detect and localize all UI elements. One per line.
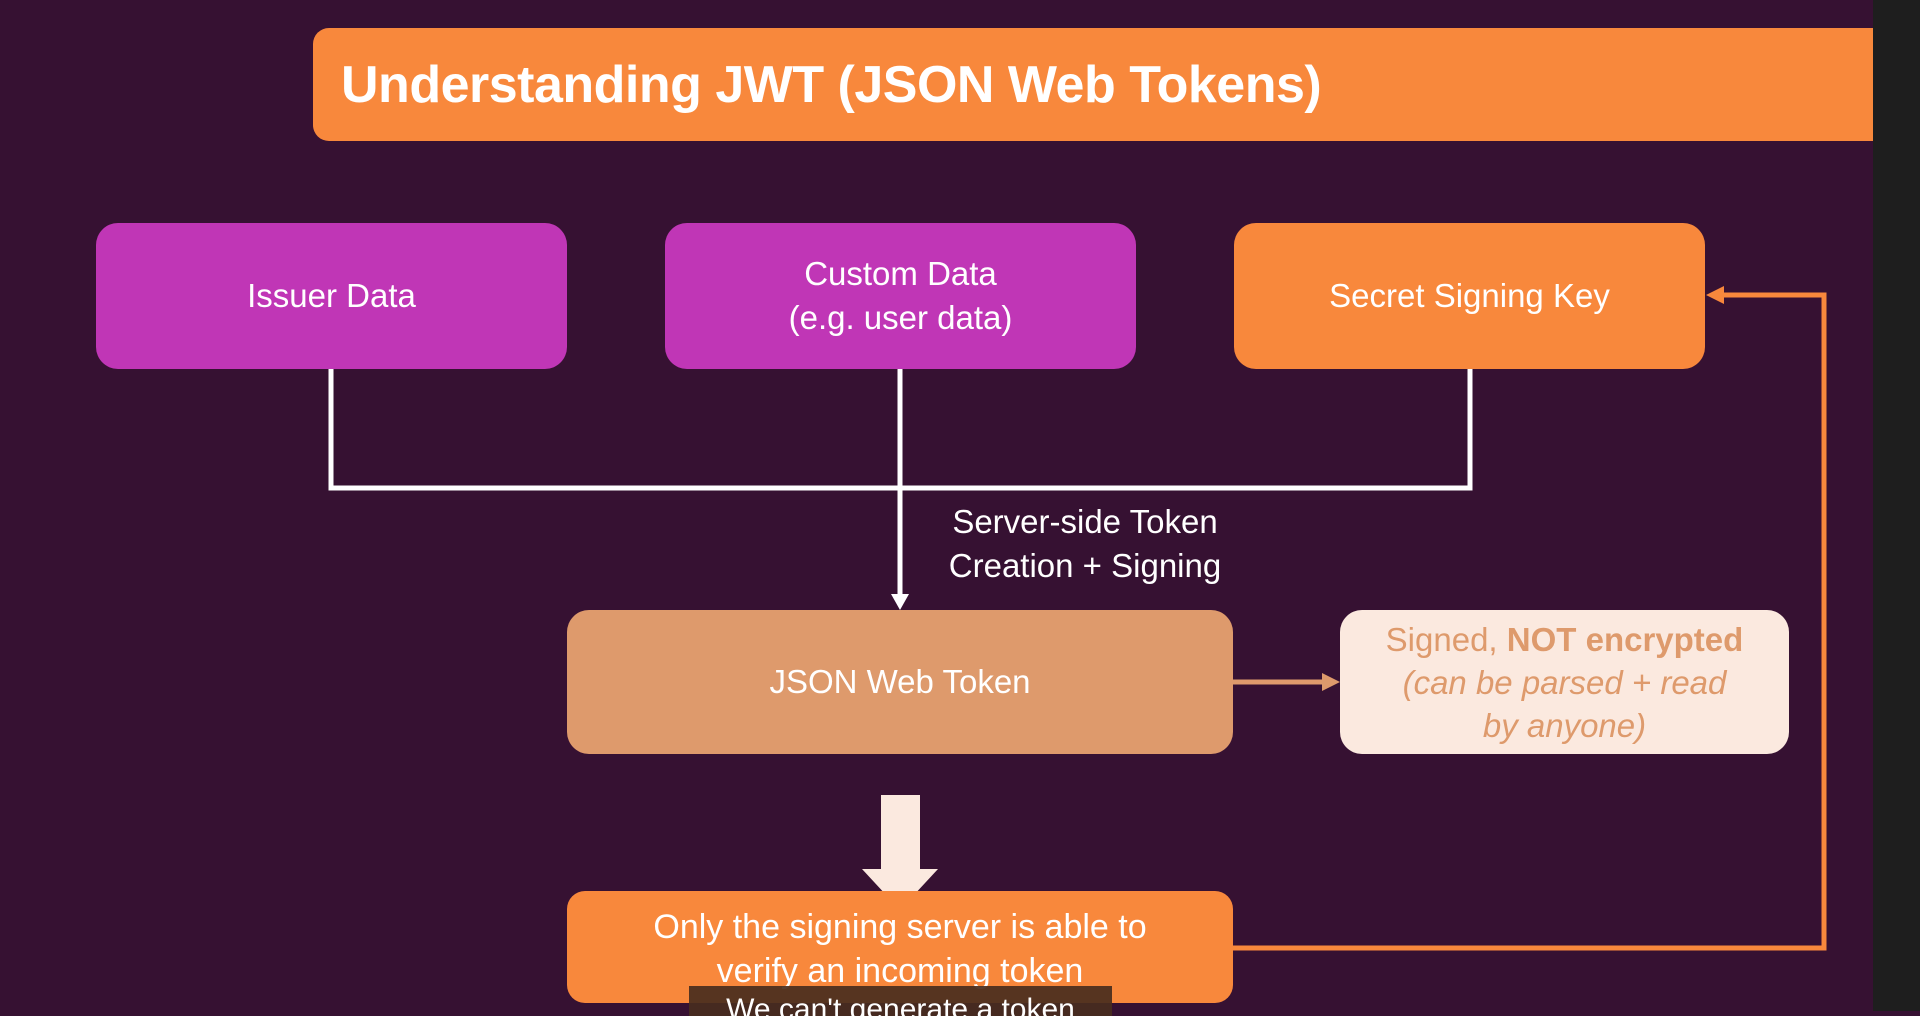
custom-data-box: Custom Data (e.g. user data) <box>665 223 1136 369</box>
left-arrowhead-icon <box>1706 286 1724 304</box>
down-arrowhead-icon <box>891 594 909 610</box>
caption-text: We can't generate a token <box>726 993 1075 1016</box>
json-web-token-label: JSON Web Token <box>769 663 1031 700</box>
secret-signing-key-box: Secret Signing Key <box>1234 223 1705 369</box>
note-prefix: Signed, <box>1385 620 1507 658</box>
custom-data-sublabel: (e.g. user data) <box>788 299 1013 336</box>
connector-label-line2: Creation + Signing <box>948 547 1222 584</box>
secret-signing-key-label: Secret Signing Key <box>1329 277 1610 314</box>
title-banner: Understanding JWT (JSON Web Tokens) <box>313 28 1873 141</box>
issuer-data-box: Issuer Data <box>96 223 567 369</box>
not-encrypted-note: Signed, NOT encrypted (can be parsed + r… <box>1340 610 1789 754</box>
right-arrowhead-icon <box>1322 673 1340 691</box>
verify-line2: verify an incoming token <box>716 952 1084 990</box>
connector-label-line1: Server-side Token <box>952 503 1218 540</box>
connector-label: Server-side Token Creation + Signing <box>920 500 1250 588</box>
issuer-connector <box>328 369 1473 491</box>
json-web-token-box: JSON Web Token <box>567 610 1233 754</box>
note-italic-line2: by anyone) <box>1482 706 1647 744</box>
verify-box: Only the signing server is able to verif… <box>567 891 1233 1003</box>
custom-data-label: Custom Data <box>804 255 997 292</box>
verify-line1: Only the signing server is able to <box>653 908 1147 946</box>
video-caption: We can't generate a token <box>689 986 1112 1016</box>
note-bold: NOT encrypted <box>1506 620 1744 658</box>
slide: Understanding JWT (JSON Web Tokens) Issu… <box>96 28 1873 1016</box>
issuer-data-label: Issuer Data <box>247 277 416 314</box>
note-italic-line1: (can be parsed + read <box>1402 663 1727 701</box>
side-panel <box>1873 0 1920 1011</box>
slide-title: Understanding JWT (JSON Web Tokens) <box>341 55 1322 114</box>
